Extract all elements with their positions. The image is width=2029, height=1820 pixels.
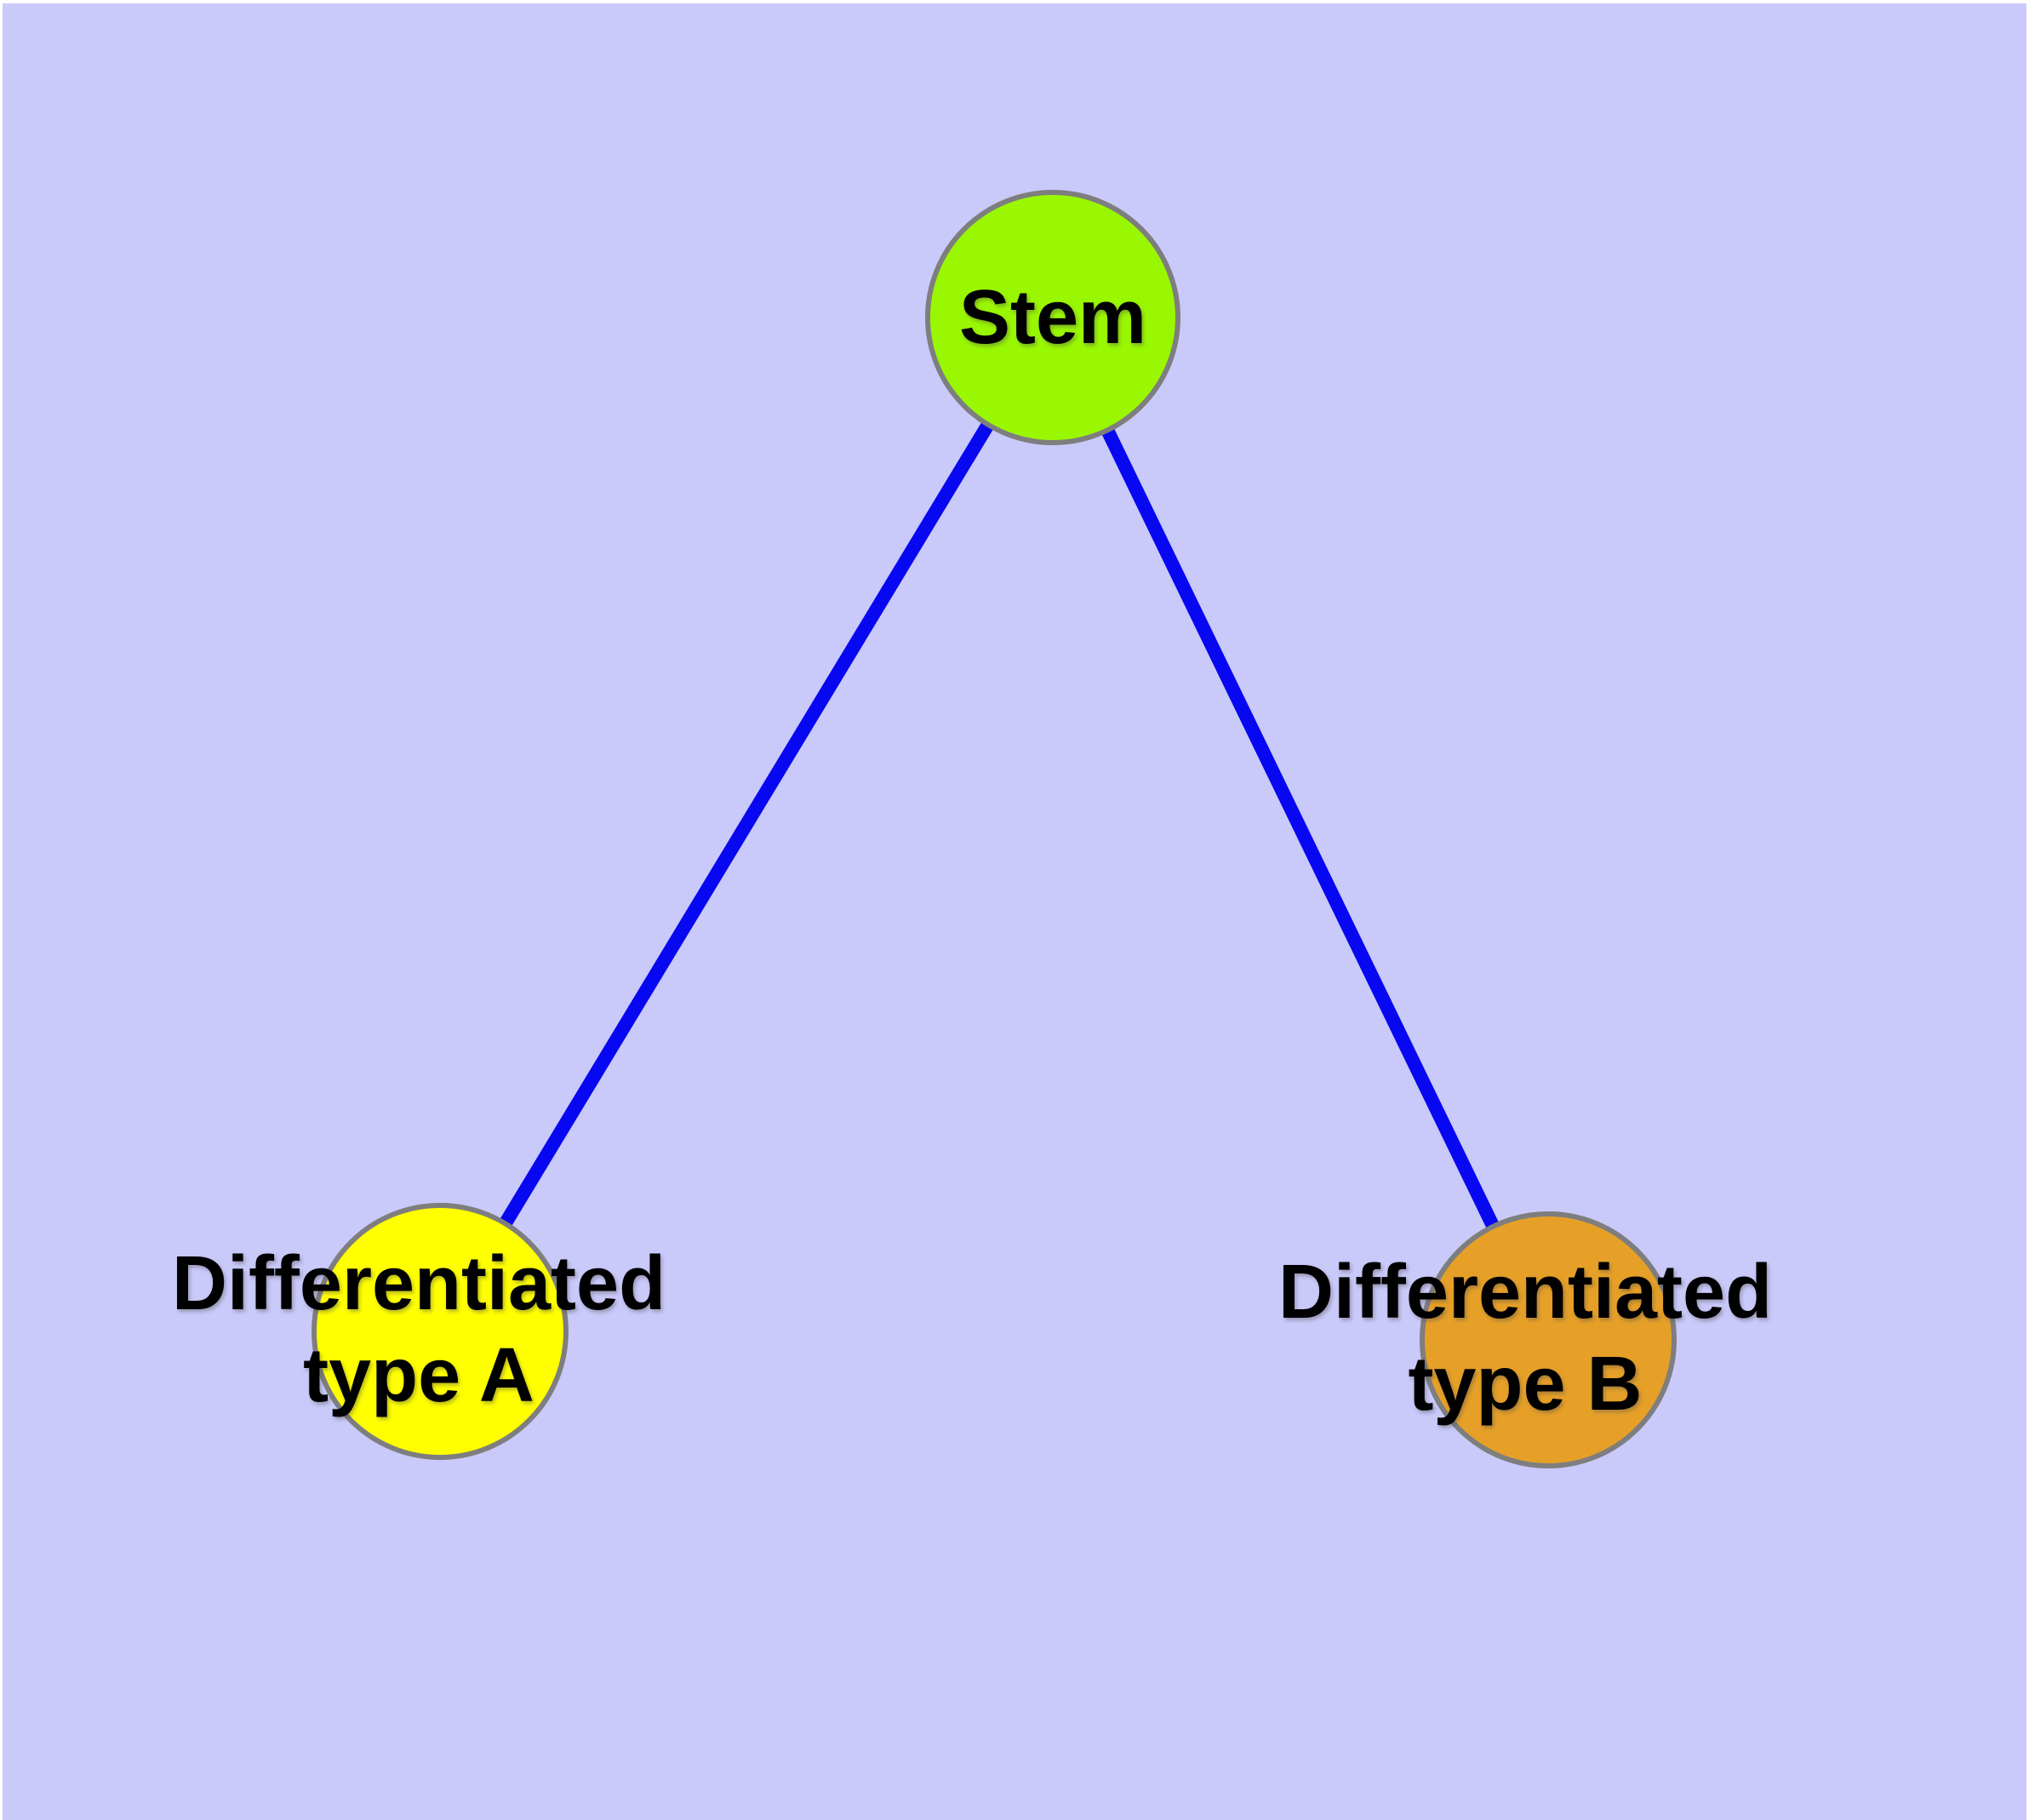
label-line-2: type B bbox=[1408, 1342, 1643, 1427]
node-stem: Stem bbox=[925, 190, 1180, 445]
node-stem-label: Stem bbox=[958, 275, 1147, 360]
node-differentiated-type-a bbox=[311, 1203, 569, 1460]
label-line-1: Differentiated bbox=[1277, 1250, 1773, 1335]
node-differentiated-type-b-label: Differentiated type B bbox=[1278, 1246, 1772, 1430]
label-line-2: type A bbox=[303, 1333, 534, 1418]
node-differentiated-type-a-label: Differentiated type A bbox=[172, 1238, 666, 1422]
edge-stem-to-type-a bbox=[434, 313, 1059, 1336]
node-differentiated-type-b bbox=[1420, 1211, 1677, 1468]
edge-stem-to-type-b bbox=[1046, 314, 1555, 1343]
label-line-1: Differentiated bbox=[171, 1241, 666, 1326]
